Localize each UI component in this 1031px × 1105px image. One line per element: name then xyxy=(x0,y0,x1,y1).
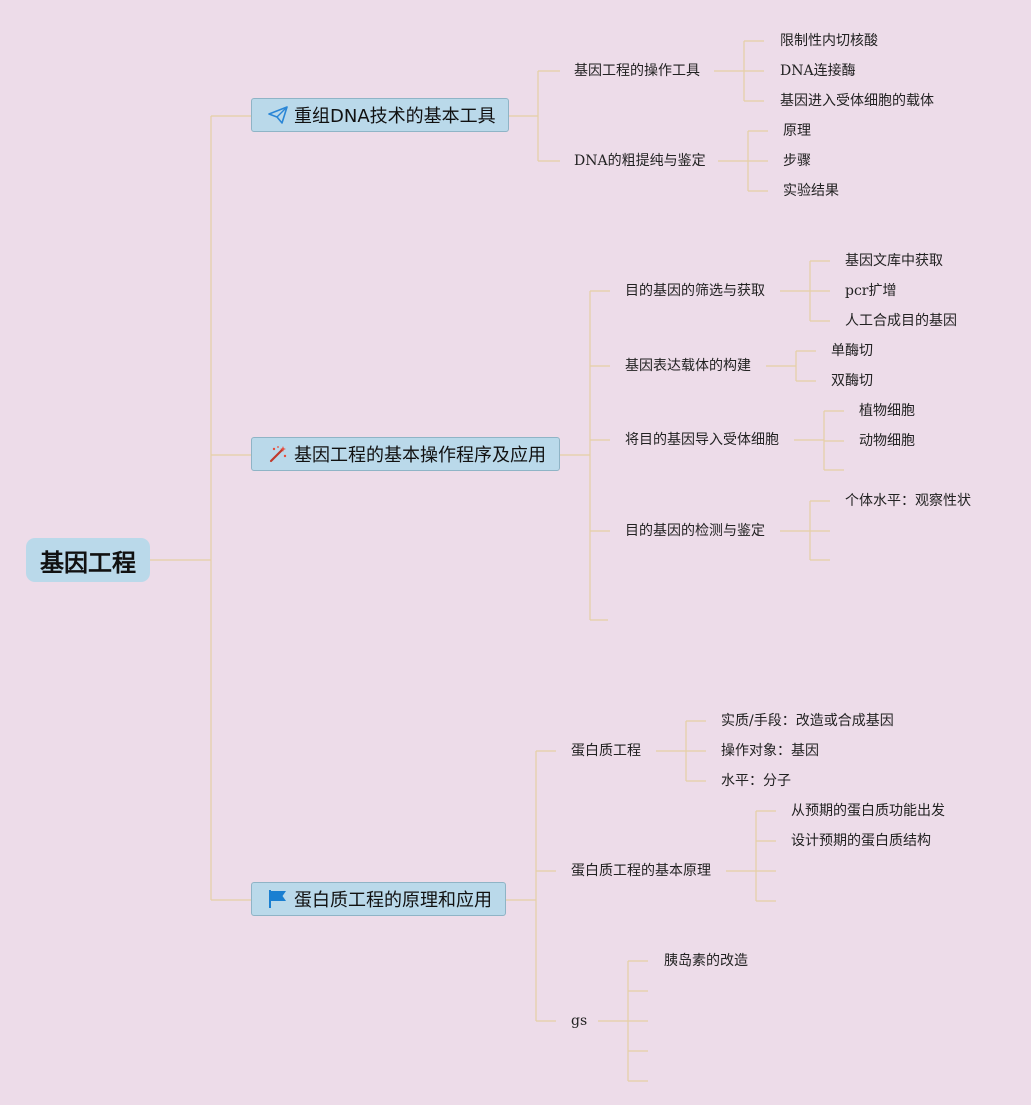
subtopic-node[interactable]: 基因表达载体的构建 xyxy=(625,358,751,374)
root-node[interactable]: 基因工程 xyxy=(26,538,150,582)
leaf-node[interactable]: DNA连接酶 xyxy=(780,63,856,79)
topic-gene-engineering-procedure[interactable]: 基因工程的基本操作程序及应用 xyxy=(251,437,560,471)
leaf-node[interactable]: 基因文库中获取 xyxy=(845,253,943,269)
subtopic-node[interactable]: 蛋白质工程的基本原理 xyxy=(571,863,711,879)
subtopic-node[interactable]: 目的基因的筛选与获取 xyxy=(625,283,765,299)
leaf-node[interactable]: 单酶切 xyxy=(831,343,873,359)
leaf-node[interactable]: pcr扩增 xyxy=(845,283,897,299)
subtopic-node[interactable]: 基因工程的操作工具 xyxy=(574,63,700,79)
subtopic-node[interactable]: gs xyxy=(571,1013,588,1029)
leaf-node[interactable]: 实验结果 xyxy=(783,183,839,199)
leaf-node[interactable]: 步骤 xyxy=(783,153,811,169)
subtopic-node[interactable]: DNA的粗提纯与鉴定 xyxy=(574,153,706,169)
leaf-node[interactable]: 人工合成目的基因 xyxy=(845,313,957,329)
leaf-node[interactable]: 胰岛素的改造 xyxy=(664,953,748,969)
root-label: 基因工程 xyxy=(40,548,136,577)
flag-icon xyxy=(268,889,288,909)
leaf-node[interactable]: 实质/手段：改造或合成基因 xyxy=(721,713,894,729)
topic-label: 蛋白质工程的原理和应用 xyxy=(294,890,492,911)
leaf-node[interactable]: 原理 xyxy=(783,123,811,139)
paper-plane-icon xyxy=(268,106,288,124)
leaf-node[interactable]: 限制性内切核酸 xyxy=(780,33,878,49)
leaf-node[interactable]: 水平：分子 xyxy=(721,773,791,789)
topic-label: 重组DNA技术的基本工具 xyxy=(294,106,496,127)
magic-wand-icon xyxy=(268,444,288,464)
subtopic-node[interactable]: 目的基因的检测与鉴定 xyxy=(625,523,765,539)
leaf-node[interactable]: 双酶切 xyxy=(831,373,873,389)
leaf-node[interactable]: 基因进入受体细胞的载体 xyxy=(780,93,934,109)
leaf-node[interactable]: 操作对象：基因 xyxy=(721,743,819,759)
subtopic-node[interactable]: 蛋白质工程 xyxy=(571,743,641,759)
leaf-node[interactable]: 设计预期的蛋白质结构 xyxy=(791,833,931,849)
topic-protein-engineering[interactable]: 蛋白质工程的原理和应用 xyxy=(251,882,506,916)
leaf-node[interactable]: 动物细胞 xyxy=(859,433,915,449)
leaf-node[interactable]: 从预期的蛋白质功能出发 xyxy=(791,803,945,819)
leaf-node[interactable]: 个体水平：观察性状 xyxy=(845,493,971,509)
topic-label: 基因工程的基本操作程序及应用 xyxy=(294,445,546,466)
leaf-node[interactable]: 植物细胞 xyxy=(859,403,915,419)
subtopic-node[interactable]: 将目的基因导入受体细胞 xyxy=(625,432,779,448)
topic-recombinant-dna-tools[interactable]: 重组DNA技术的基本工具 xyxy=(251,98,509,132)
